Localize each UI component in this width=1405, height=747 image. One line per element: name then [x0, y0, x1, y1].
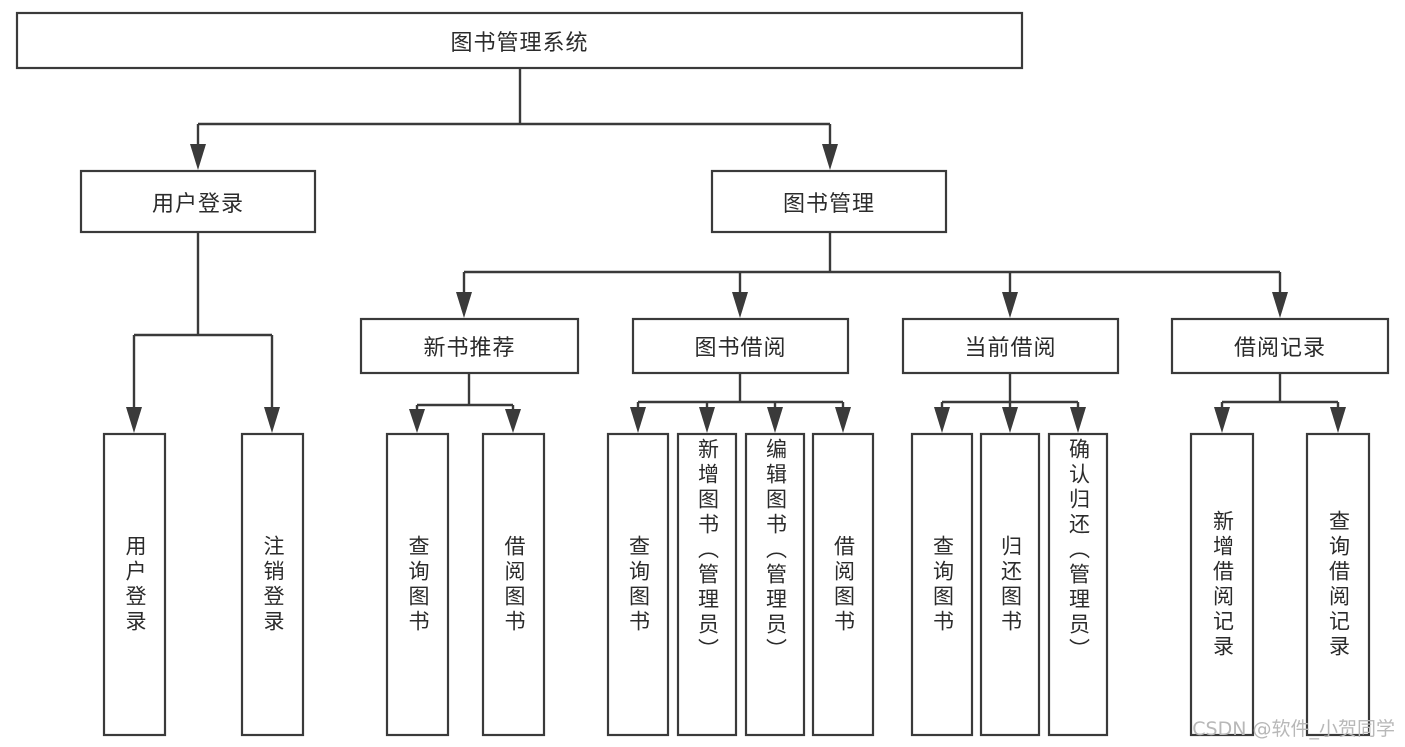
arrow-root-to-userlogin: [190, 144, 206, 170]
leaf-current-borrow-0[interactable]: [910, 432, 974, 737]
connector-group-userlogin: [126, 232, 280, 433]
leaf-borrow-record-1[interactable]: [1305, 432, 1371, 737]
leaf-borrow-record-0[interactable]: [1189, 432, 1255, 737]
arrow-bookborrow-leaf1: [630, 407, 646, 433]
node-new-book-recommend[interactable]: [359, 317, 580, 375]
connector-group-bookmgmt: [456, 232, 1288, 318]
arrow-bookborrow-leaf4: [835, 407, 851, 433]
connector-group-root: [190, 68, 838, 170]
arrow-currentborrow-leaf2: [1002, 407, 1018, 433]
arrow-userlogin-leaf1: [126, 407, 142, 433]
node-book-management[interactable]: [710, 169, 948, 234]
leaf-book-borrow-1[interactable]: [676, 432, 738, 737]
arrow-bookmgmt-to-newbook: [456, 292, 472, 318]
leaf-new-book-0[interactable]: [385, 432, 450, 737]
leaf-book-borrow-0[interactable]: [606, 432, 670, 737]
node-user-login[interactable]: [79, 169, 317, 234]
arrow-currentborrow-leaf3: [1070, 407, 1086, 433]
leaf-book-borrow-2[interactable]: [744, 432, 806, 737]
connector-group-borrowrecord: [1214, 373, 1346, 433]
connector-group-currentborrow: [934, 373, 1086, 433]
node-borrow-record[interactable]: [1170, 317, 1390, 375]
node-book-borrow[interactable]: [631, 317, 850, 375]
arrow-borrowrecord-leaf1: [1214, 407, 1230, 433]
arrow-bookborrow-leaf3: [767, 407, 783, 433]
arrow-root-to-bookmgmt: [822, 144, 838, 170]
arrow-bookmgmt-to-borrowrecord: [1272, 292, 1288, 318]
leaf-user-login-0[interactable]: [102, 432, 167, 737]
arrow-bookmgmt-to-currentborrow: [1002, 292, 1018, 318]
arrow-currentborrow-leaf1: [934, 407, 950, 433]
arrow-newbook-leaf2: [505, 409, 521, 433]
leaf-new-book-1[interactable]: [481, 432, 546, 737]
node-root[interactable]: [15, 11, 1024, 70]
arrow-newbook-leaf1: [409, 409, 425, 433]
leaf-book-borrow-3[interactable]: [811, 432, 875, 737]
arrow-userlogin-leaf2: [264, 407, 280, 433]
leaf-user-login-1[interactable]: [240, 432, 305, 737]
arrow-bookmgmt-to-bookborrow: [732, 292, 748, 318]
leaf-current-borrow-1[interactable]: [979, 432, 1041, 737]
node-current-borrow[interactable]: [901, 317, 1120, 375]
connector-group-bookborrow: [630, 373, 851, 433]
leaf-current-borrow-2[interactable]: [1047, 432, 1109, 737]
arrow-borrowrecord-leaf2: [1330, 407, 1346, 433]
connector-group-newbook: [409, 373, 521, 433]
arrow-bookborrow-leaf2: [699, 407, 715, 433]
